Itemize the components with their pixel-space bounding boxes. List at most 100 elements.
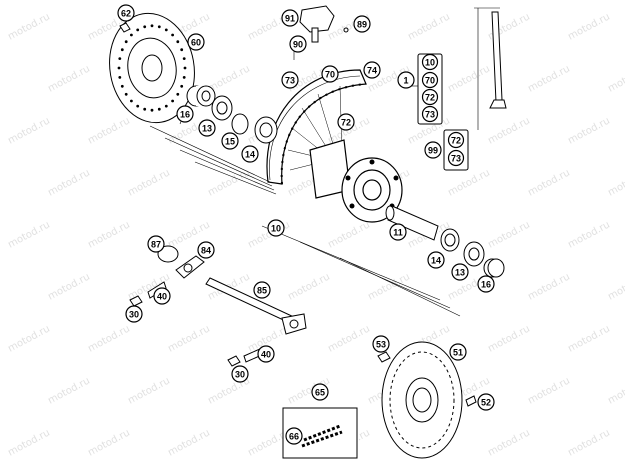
disc-hole <box>171 33 175 37</box>
watermark-text: motod.ru <box>606 167 625 198</box>
disc-bolt <box>119 22 131 33</box>
callout-c13a: 13 <box>198 119 216 137</box>
watermark-text: motod.ru <box>606 63 625 94</box>
disc-hole <box>164 104 168 108</box>
callout-number: 73 <box>451 154 461 164</box>
watermark-text: motod.ru <box>166 427 212 458</box>
callout-number: 85 <box>257 286 267 296</box>
callout-number: 70 <box>425 76 435 86</box>
callout-number: 16 <box>180 110 190 120</box>
watermark-text: motod.ru <box>606 375 625 406</box>
callout-number: 14 <box>245 150 255 160</box>
callout-number: 91 <box>285 14 295 24</box>
disc-hole <box>182 76 186 79</box>
callout-c99: 99 <box>424 141 442 159</box>
callout-number: 15 <box>225 137 235 147</box>
watermark-text: motod.ru <box>86 115 132 146</box>
callout-k70: 70 <box>421 71 439 89</box>
disc-hole <box>157 25 161 29</box>
callout-number: 60 <box>191 38 201 48</box>
disc-hole <box>182 57 186 60</box>
disc-hole <box>136 104 140 108</box>
disc-hole <box>176 40 180 44</box>
disc-hole <box>150 108 154 112</box>
watermark-text: motod.ru <box>6 219 52 250</box>
callout-c72a: 72 <box>337 113 355 131</box>
callout-number: 62 <box>121 9 131 19</box>
axle-and-adjusters <box>157 245 307 335</box>
left-bearing-set <box>186 85 278 144</box>
disc-hole <box>130 99 133 103</box>
disc-hole <box>183 66 187 70</box>
watermark-text: motod.ru <box>86 323 132 354</box>
watermark-text: motod.ru <box>46 167 92 198</box>
callout-number: 99 <box>428 146 438 156</box>
watermark-text: motod.ru <box>606 271 625 302</box>
disc-hole <box>124 40 128 44</box>
callout-number: 10 <box>271 224 281 234</box>
watermark-text: motod.ru <box>86 427 132 458</box>
disc-hole <box>150 24 154 28</box>
watermark-text: motod.ru <box>526 375 572 406</box>
callout-c30b: 30 <box>231 365 249 383</box>
callout-c74: 74 <box>363 61 381 79</box>
watermark-text: motod.ru <box>126 375 172 406</box>
callout-number: 74 <box>367 66 377 76</box>
watermark-text: motod.ru <box>486 323 532 354</box>
callout-c60: 60 <box>187 33 205 51</box>
callout-number: 53 <box>376 340 386 350</box>
watermark-text: motod.ru <box>406 11 452 42</box>
watermark-text: motod.ru <box>126 167 172 198</box>
watermark-text: motod.ru <box>6 11 52 42</box>
callout-c52: 52 <box>477 393 495 411</box>
callout-number: 51 <box>453 348 463 358</box>
watermark-text: motod.ru <box>366 271 412 302</box>
callout-c73a: 73 <box>281 71 299 89</box>
callout-c16b: 16 <box>477 275 495 293</box>
watermark-text: motod.ru <box>526 271 572 302</box>
disc-hole <box>118 76 122 79</box>
disc-hole <box>130 33 133 37</box>
rear-sprocket <box>381 341 463 459</box>
callout-k2_73: 73 <box>447 149 465 167</box>
callout-k72: 72 <box>421 88 439 106</box>
spacer-tube <box>385 205 439 241</box>
callout-number: 1 <box>403 76 408 86</box>
callout-number: 40 <box>261 350 271 360</box>
valve-parts <box>299 5 349 43</box>
callout-number: 14 <box>431 256 441 266</box>
callout-number: 30 <box>235 370 245 380</box>
assembly-lines <box>149 50 461 317</box>
callout-number: 40 <box>157 292 167 302</box>
watermark-text: motod.ru <box>206 167 252 198</box>
watermark-text: motod.ru <box>486 427 532 458</box>
callout-c62: 62 <box>117 4 135 22</box>
watermark-text: motod.ru <box>6 323 52 354</box>
callout-c15: 15 <box>221 132 239 150</box>
watermark-text: motod.ru <box>566 11 612 42</box>
disc-hole <box>120 48 124 52</box>
watermark-text: motod.ru <box>46 375 92 406</box>
callout-number: 16 <box>481 280 491 290</box>
disc-hole <box>118 57 122 60</box>
right-bearing-set <box>440 228 505 278</box>
callout-number: 66 <box>289 432 299 442</box>
disc-hole <box>124 92 128 96</box>
callout-c85: 85 <box>253 281 271 299</box>
watermark-text: motod.ru <box>286 271 332 302</box>
callout-number: 73 <box>425 110 435 120</box>
callout-c10: 10 <box>267 219 285 237</box>
callout-c84: 84 <box>197 241 215 259</box>
callout-c14a: 14 <box>241 145 259 163</box>
callout-c11: 11 <box>389 223 407 241</box>
watermark-text: motod.ru <box>46 63 92 94</box>
callout-number: 73 <box>285 76 295 86</box>
watermark-text: motod.ru <box>166 323 212 354</box>
callout-number: 90 <box>293 40 303 50</box>
callout-c40a: 40 <box>153 287 171 305</box>
disc-hole <box>120 84 124 88</box>
callout-c87: 87 <box>147 235 165 253</box>
wheel-hub <box>309 139 403 223</box>
